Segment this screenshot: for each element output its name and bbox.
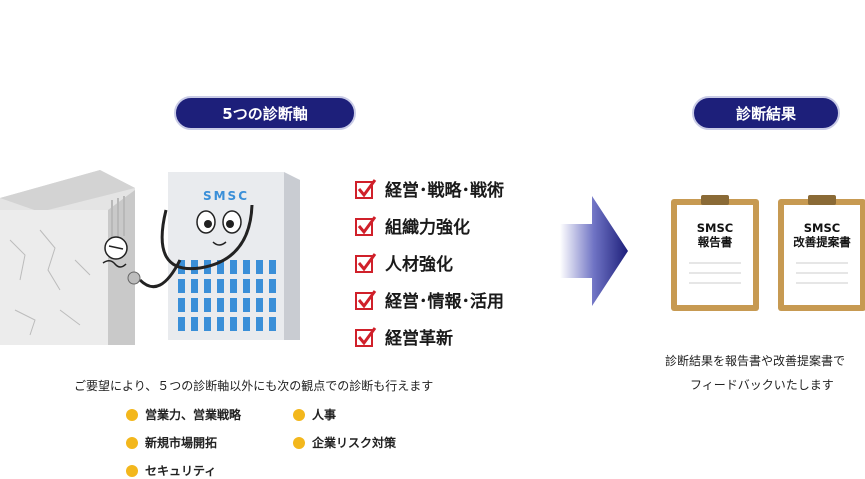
result-description-line: 診断結果を報告書や改善提案書で (665, 354, 846, 368)
server-diagnosis-illustration: SMSC (0, 170, 300, 345)
server-window-block (191, 279, 198, 293)
server-window-block (217, 260, 224, 274)
report-title: SMSC 改善提案書 (793, 221, 851, 249)
server-window-block (204, 279, 211, 293)
extra-item-label: 新規市場開拓 (145, 436, 218, 450)
server-window-block (256, 298, 263, 312)
report-title: SMSC 報告書 (696, 221, 734, 249)
server-window-block (269, 298, 276, 312)
diagnostic-axes-list: 経営･戦略･戦術 組織力強化 人材強化 経営･情報･活用 経営革新 (355, 170, 504, 355)
check-item: 経営･戦略･戦術 (355, 170, 504, 207)
server-window-block (204, 317, 211, 331)
server-window-block (217, 298, 224, 312)
result-description-line: フィードバックいたします (690, 378, 834, 392)
extra-item: 営業力、営業戦略 (126, 406, 241, 423)
check-item-label: 組織力強化 (385, 218, 470, 238)
checkbox-checked-icon (355, 215, 377, 236)
server-window-block (230, 298, 237, 312)
bullet-dot-icon (293, 408, 305, 421)
extra-item-label: 営業力、営業戦略 (145, 408, 242, 422)
bullet-dot-icon (126, 464, 138, 477)
server-label: SMSC (203, 189, 249, 203)
stethoscope-icon (127, 204, 254, 289)
server-window-block (243, 260, 250, 274)
server-window-block (191, 260, 198, 274)
additional-diagnosis-note: ご要望により、５つの診断軸以外にも次の観点での診断も行えます (74, 379, 434, 393)
server-window-block (230, 279, 237, 293)
diagnostic-results-header: 診断結果 (692, 96, 840, 130)
clipboard-icon (778, 195, 865, 311)
server-window-block (178, 298, 185, 312)
check-item-label: 経営･戦略･戦術 (385, 181, 504, 201)
server-window-block (217, 317, 224, 331)
bullet-dot-icon (126, 408, 138, 421)
server-window-block (243, 317, 250, 331)
extra-item: 新規市場開拓 (126, 434, 217, 451)
old-server-illustration (0, 170, 135, 345)
server-window-block (217, 279, 224, 293)
server-window-block (230, 260, 237, 274)
arrow-right-icon (560, 196, 628, 306)
bullet-dot-icon (293, 436, 305, 449)
diagnostic-axes-header: 5つの診断軸 (174, 96, 356, 130)
checkbox-checked-icon (355, 289, 377, 310)
server-window-block (178, 279, 185, 293)
clipboard-icon (671, 195, 759, 311)
report-document: SMSC 報告書 (669, 193, 761, 317)
server-window-block (256, 260, 263, 274)
server-window-block (243, 298, 250, 312)
server-window-block (269, 260, 276, 274)
extra-item: セキュリティ (126, 462, 216, 479)
check-item-label: 経営･情報･活用 (385, 292, 504, 312)
extra-item-label: 人事 (312, 408, 337, 422)
extra-item: 人事 (293, 406, 336, 423)
improvement-proposal-document: SMSC 改善提案書 (776, 193, 865, 317)
server-window-block (243, 279, 250, 293)
server-window-block (204, 298, 211, 312)
server-window-block (191, 317, 198, 331)
server-window-block (256, 317, 263, 331)
server-window-block (269, 279, 276, 293)
extra-item-label: 企業リスク対策 (312, 436, 397, 450)
extra-item: 企業リスク対策 (293, 434, 396, 451)
smsc-server-illustration: SMSC (168, 172, 300, 340)
extra-item-label: セキュリティ (145, 464, 217, 478)
check-item-label: 人材強化 (385, 255, 453, 275)
server-window-block (191, 298, 198, 312)
server-window-block (269, 317, 276, 331)
checkbox-checked-icon (355, 326, 377, 347)
check-item: 経営･情報･活用 (355, 281, 504, 318)
check-item: 経営革新 (355, 318, 504, 355)
check-item: 組織力強化 (355, 207, 504, 244)
checkbox-checked-icon (355, 178, 377, 199)
server-window-block (230, 317, 237, 331)
server-window-block (256, 279, 263, 293)
checkbox-checked-icon (355, 252, 377, 273)
check-item-label: 経営革新 (385, 329, 453, 349)
server-window-block (178, 317, 185, 331)
bullet-dot-icon (126, 436, 138, 449)
check-item: 人材強化 (355, 244, 504, 281)
